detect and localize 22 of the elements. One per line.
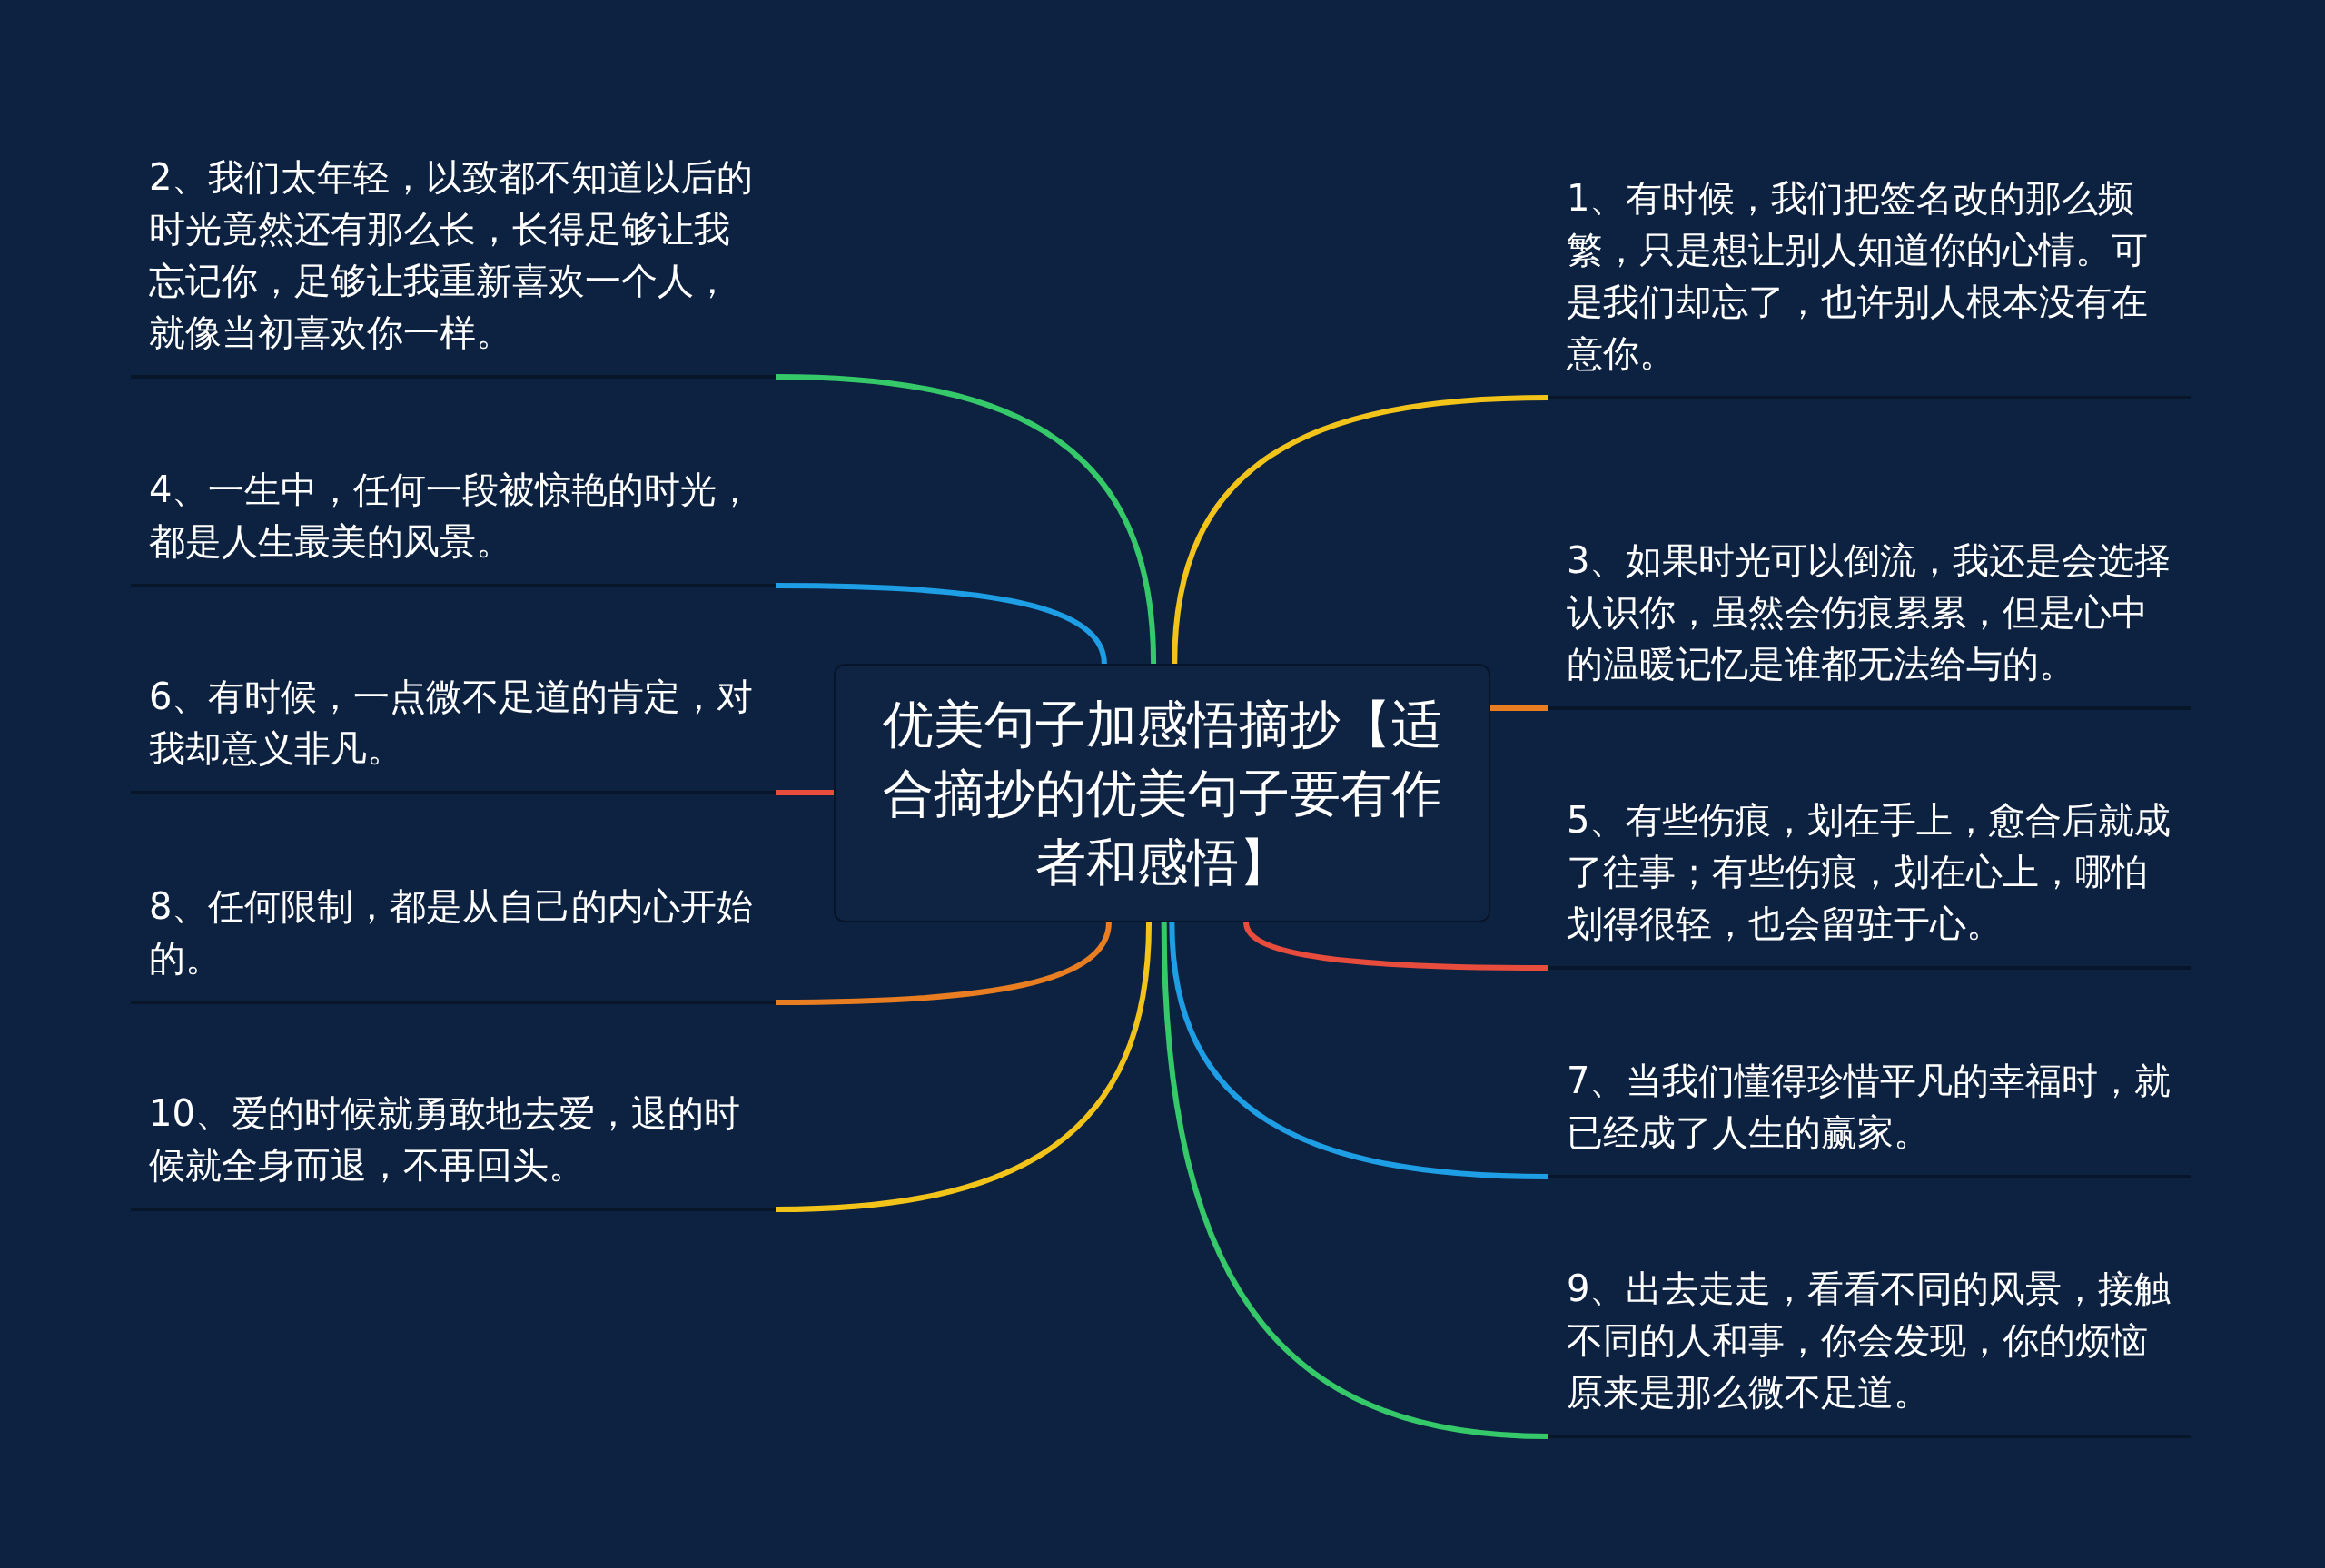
branch-connector: [775, 374, 1157, 665]
branch-connector: [776, 789, 834, 795]
topic-text: 7、当我们懂得珍惜平凡的幸福时，就已经成了人生的赢家。: [1567, 1059, 2172, 1155]
topic-text: 1、有时候，我们把签名改的那么频繁，只是想让别人知道你的心情。可是我们却忘了，也许别人根本没有在意你。: [1567, 176, 2149, 376]
central-topic-text: 优美句子加感悟摘抄【适合摘抄的优美句子要有作者和感悟】: [881, 693, 1443, 893]
topic-text: 5、有些伤痕，划在手上，愈合后就成了往事；有些伤痕，划在心上，哪怕划得很轻，也会留驻于心。: [1567, 798, 2172, 946]
branch-connector: [1169, 922, 1549, 1179]
topic-text: 9、出去走走，看看不同的风景，接触不同的人和事，你会发现，你的烦恼原来是那么微不足道。: [1567, 1267, 2172, 1415]
topic-text: 6、有时候，一点微不足道的肯定，对我却意义非凡。: [149, 675, 755, 771]
topic-text: 10、爱的时候就勇敢地去爱，退的时候就全身而退，不再回头。: [149, 1091, 741, 1188]
branch-connector: [1161, 922, 1549, 1439]
topic-text: 2、我们太年轻，以致都不知道以后的时光竟然还有那么长，长得足够让我忘记你，足够让我重新喜欢一个人，就像当初喜欢你一样。: [149, 155, 755, 355]
branch-connector: [775, 922, 1153, 1212]
central-topic-box: [834, 664, 1490, 922]
branch-connector: [775, 922, 1112, 1005]
branch-connector: [775, 583, 1107, 665]
topic-text: 8、任何限制，都是从自己的内心开始的。: [149, 884, 755, 981]
branch-connector: [1243, 922, 1548, 971]
topic-text: 3、如果时光可以倒流，我还是会选择认识你，虽然会伤痕累累，但是心中的温暖记忆是谁都无法给与的。: [1567, 538, 2172, 686]
topic-text: 4、一生中，任何一段被惊艳的时光，都是人生最美的风景。: [149, 468, 755, 564]
branch-connector: [1172, 395, 1549, 665]
branch-connector: [1490, 705, 1548, 711]
